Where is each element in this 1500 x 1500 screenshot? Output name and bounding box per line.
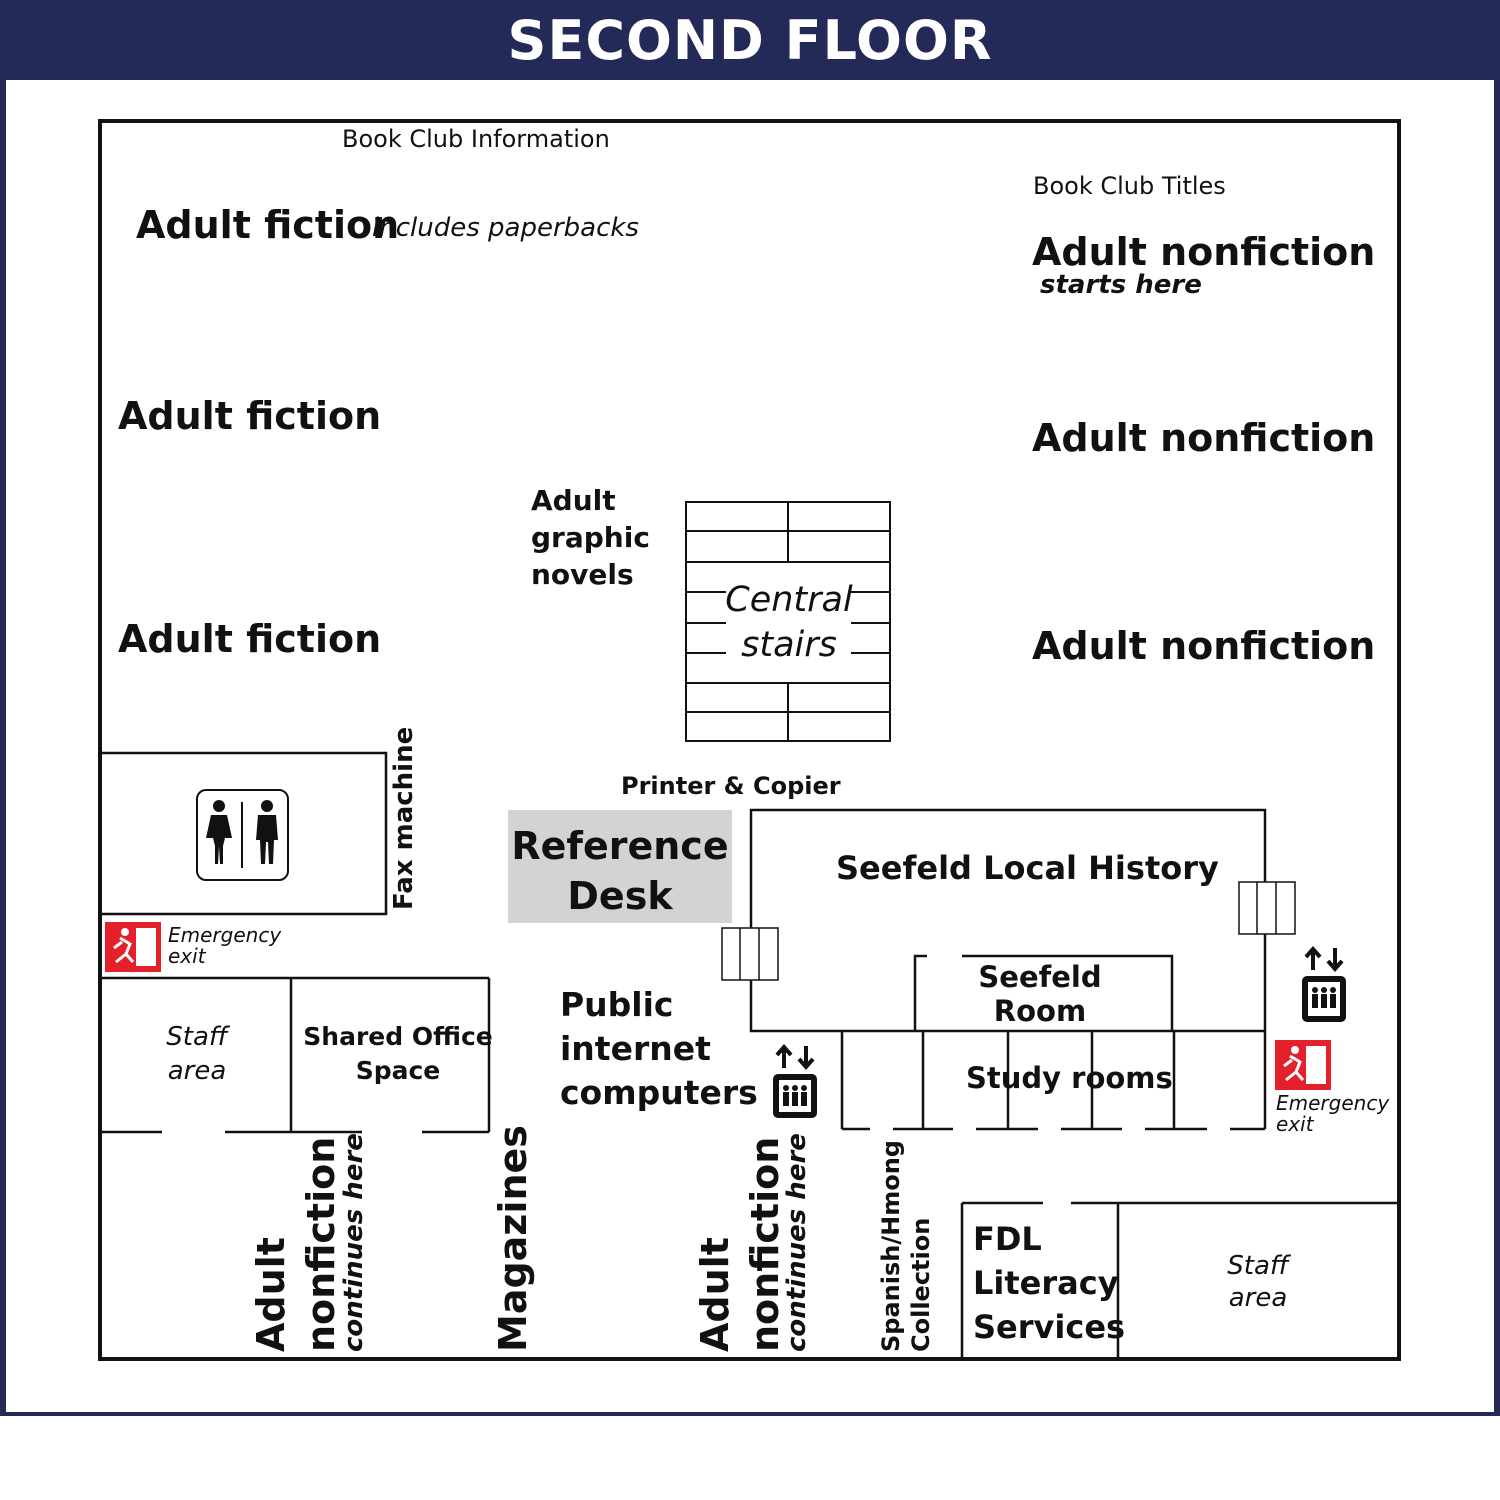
adult-fiction-label: Adult fiction — [118, 394, 382, 438]
central-stairs-drawing — [685, 501, 891, 742]
reference-desk-label: Reference Desk — [511, 824, 729, 918]
bottom-right-walls — [960, 1201, 1399, 1359]
emergency-exit-icon — [105, 922, 161, 972]
graphic-novels-label: Adult graphic novels — [531, 484, 650, 591]
floor-header: SECOND FLOOR — [0, 0, 1500, 80]
staff-area-label: Staff area — [1227, 1251, 1289, 1313]
adult-fiction-label: Adult fiction — [118, 617, 382, 661]
seefeld-room-wall-right — [962, 954, 1174, 1031]
elevator-icon — [1302, 945, 1346, 1022]
reference-desk-area — [508, 810, 732, 923]
local-history-wall — [749, 808, 1267, 930]
fdl-literacy-label: FDL Literacy Services — [973, 1220, 1126, 1346]
adult-nonfiction-continues-label: Adult nonfiction — [249, 1136, 343, 1352]
fax-machine-label: Fax machine — [389, 726, 419, 910]
page-title: SECOND FLOOR — [507, 8, 993, 72]
shared-office-label: Shared Office Space — [303, 1022, 493, 1085]
study-rooms-walls — [840, 1031, 1267, 1131]
continues-here-note: continues here — [339, 1133, 369, 1352]
study-rooms-label: Study rooms — [966, 1061, 1173, 1095]
local-history-label: Seefeld Local History — [836, 849, 1219, 887]
emergency-exit-icon — [1275, 1040, 1331, 1090]
staff-office-walls — [100, 976, 491, 1134]
public-internet-label: Public internet computers — [560, 985, 758, 1112]
seefeld-room-label: Seefeld Room — [978, 960, 1102, 1028]
adult-fiction-label: Adult fiction — [136, 203, 400, 247]
emergency-exit-label: Emergency exit — [168, 923, 282, 968]
printer-copier-label: Printer & Copier — [621, 772, 841, 800]
outer-wall — [98, 119, 1401, 1361]
paperbacks-note: includes paperbacks — [372, 213, 639, 243]
starts-here-note: starts here — [1040, 270, 1202, 300]
adult-nonfiction-label: Adult nonfiction — [1032, 624, 1376, 668]
adult-nonfiction-label: Adult nonfiction — [1032, 416, 1376, 460]
continues-here-note: continues here — [782, 1133, 812, 1352]
restroom-icon — [196, 789, 289, 881]
restroom-wall — [100, 751, 388, 916]
book-club-titles-label: Book Club Titles — [1033, 172, 1226, 200]
staff-area-label: Staff area — [166, 1022, 228, 1086]
emergency-exit-label: Emergency exit — [1276, 1091, 1390, 1136]
magazines-label: Magazines — [491, 1125, 535, 1352]
book-club-info-label: Book Club Information — [342, 125, 610, 153]
adult-nonfiction-label: Adult nonfiction — [1032, 230, 1376, 274]
spanish-hmong-label: Spanish/Hmong Collection — [877, 1140, 935, 1352]
page-frame — [0, 80, 1500, 1416]
door-frames — [721, 881, 1296, 981]
elevator-icon — [773, 1043, 817, 1118]
seefeld-room-wall — [913, 954, 927, 1031]
central-stairs-label: Central stairs — [725, 580, 853, 665]
adult-nonfiction-continues-label: Adult nonfiction — [693, 1136, 787, 1352]
